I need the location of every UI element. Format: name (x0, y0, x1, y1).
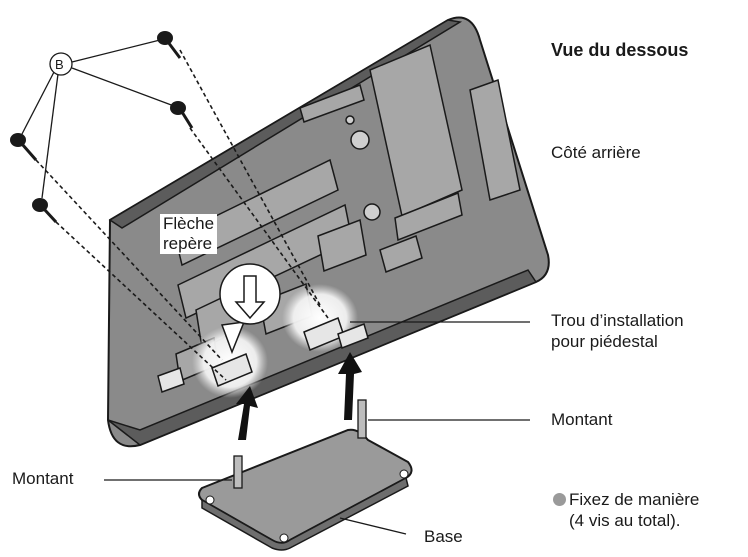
up-arrow-icon (236, 386, 258, 440)
bullet-icon (553, 493, 566, 506)
up-arrow-icon (338, 352, 362, 420)
guide-arrow-label-line1: Flèche (163, 214, 215, 233)
guide-arrow-label: Flèche repère (160, 214, 218, 254)
label-leaders (104, 321, 530, 535)
screw-marker-circle (49, 52, 73, 76)
guide-arrow-magnifier (219, 263, 281, 355)
note-line1-text: Fixez de manière (569, 490, 700, 509)
mount-hole-label: Trou d’installation pour piédestal (551, 310, 684, 352)
post-left-label: Montant (12, 469, 74, 488)
screw-callout-leaders (21, 39, 175, 199)
view-title: Vue du dessous (551, 40, 689, 60)
guide-arrow-label-line2: repère (163, 234, 213, 253)
screw-icon (10, 133, 38, 161)
rear-side-label: Côté arrière (551, 143, 641, 162)
post-right-label: Montant (551, 410, 613, 429)
screw-alignment-lines (35, 49, 329, 381)
note-line2: (4 vis au total). (569, 511, 681, 530)
note: Fixez de manière (4 vis au total). (553, 489, 699, 531)
screw-icon (170, 101, 194, 129)
tv-rear-sockets (345, 115, 381, 221)
mount-hole-label-line1: Trou d’installation (551, 311, 684, 330)
note-line1: Fixez de manière (553, 489, 699, 510)
screw-icon (32, 198, 58, 224)
down-arrow-icon (234, 275, 266, 320)
base-label: Base (424, 527, 463, 546)
screw-marker-label: B (55, 57, 64, 72)
mounting-slots (157, 317, 369, 393)
stand-base (198, 399, 413, 551)
mount-hole-label-line2: pour piédestal (551, 332, 658, 351)
screw-icon (157, 31, 182, 59)
